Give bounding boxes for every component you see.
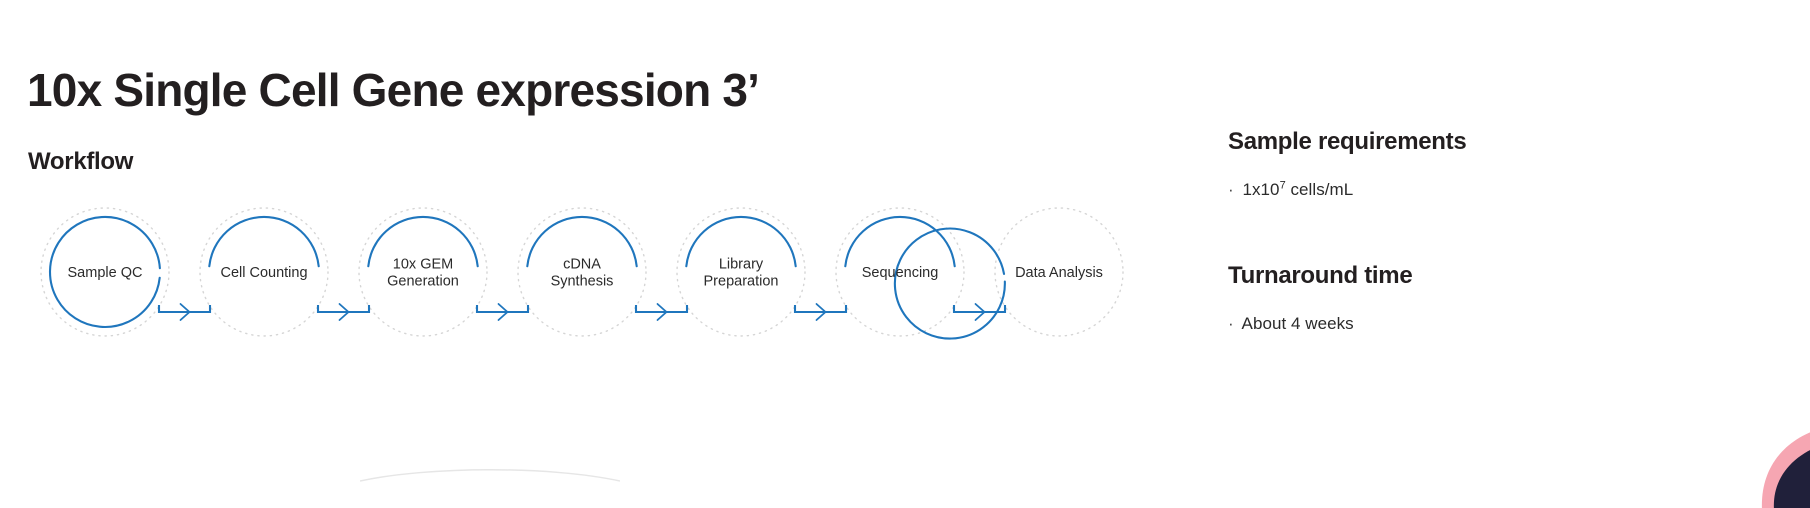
turnaround-time-heading: Turnaround time [1228,262,1413,289]
list-bullet: · [1228,314,1234,333]
step-label: Data Analysis [1015,265,1103,281]
step-connector [316,305,371,314]
step-dotted-ring [994,207,1124,337]
workflow-heading: Workflow [28,147,134,175]
step-ring [208,216,320,268]
bottom-curve-decoration [360,469,620,482]
arrow-icon [974,303,986,321]
arrow-icon [338,303,350,321]
step-connector [634,305,689,314]
step-ring [48,216,161,329]
step-connector [793,305,848,314]
turnaround-time-item: · About 4 weeks [1228,314,1768,334]
corner-decoration [1762,432,1810,508]
step-label: Sequencing [862,265,939,281]
step-dotted-ring [40,207,170,337]
step-ring [844,216,956,268]
sample-requirements-item: · 1x107 cells/mL [1228,180,1768,200]
step-label: Sample QC [68,265,143,281]
workflow-connectors [157,303,1007,321]
arrow-icon [815,303,827,321]
arrow-icon [179,303,191,321]
info-panel: Sample requirements · 1x107 cells/mL Tur… [1228,128,1768,334]
step-connector [157,305,212,314]
step-dotted-ring [676,207,806,337]
list-bullet: · [1228,180,1234,199]
step-ring [893,227,1006,340]
sample-requirement-value-prefix: 1x10 [1237,180,1280,199]
sample-requirements-heading: Sample requirements [1228,128,1467,155]
step-dotted-ring [517,207,647,337]
sample-requirement-exponent: 7 [1279,179,1286,192]
step-label: Cell Counting [220,265,307,281]
step-ring [526,216,638,268]
step-ring [367,216,479,268]
step-connector [475,305,530,314]
turnaround-time-value: About 4 weeks [1237,314,1354,333]
step-dotted-ring [199,207,329,337]
arrow-icon [497,303,509,321]
step-connector [952,305,1007,314]
arrow-icon [656,303,668,321]
step-dotted-ring [835,207,965,337]
sample-requirement-value-suffix: cells/mL [1285,180,1354,199]
workflow-nodes [40,207,1124,340]
step-ring [685,216,797,268]
page-root: 10x Single Cell Gene expression 3’ Workf… [0,63,1810,508]
page-title: 10x Single Cell Gene expression 3’ [27,63,760,116]
step-dotted-ring [358,207,488,337]
